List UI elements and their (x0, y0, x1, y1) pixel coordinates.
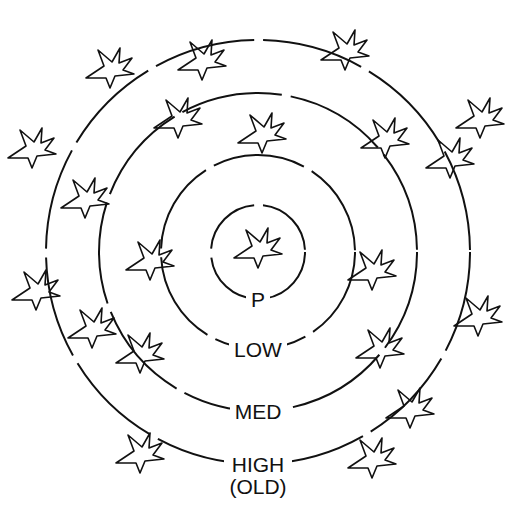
ring-circle: MEDLOWP (98, 92, 418, 412)
ring-circle: HIGH (OLD)MEDLOWP (45, 39, 471, 465)
ring-label: LOW (229, 339, 287, 361)
ring-circle: LOWP (160, 154, 356, 350)
ring-outline (98, 92, 418, 412)
ring-outline (210, 204, 306, 300)
ring-label: HIGH (OLD) (224, 454, 291, 498)
ring-label: MED (230, 401, 287, 423)
ring-label: P (246, 289, 270, 311)
ring-circle: P (210, 204, 306, 300)
ring-outline (160, 154, 356, 350)
